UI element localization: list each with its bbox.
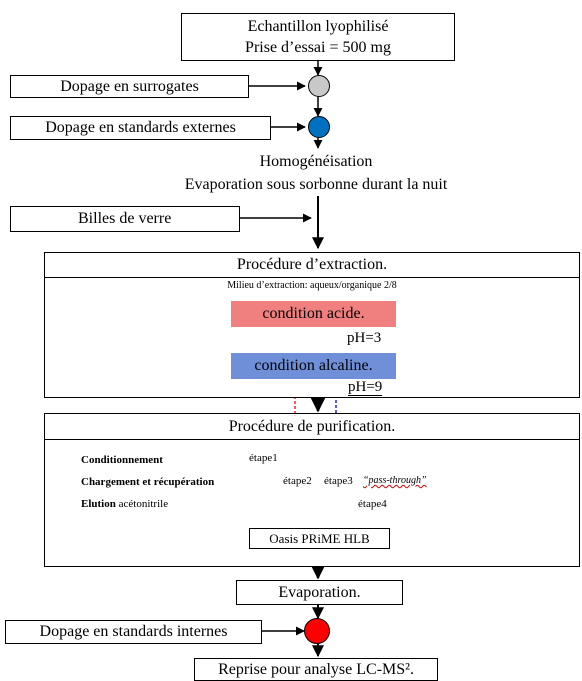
loading-label: Chargement et récupération [81,476,215,488]
external-standard-circle [308,116,330,138]
glass-beads-label: Billes de verre [78,210,172,227]
extraction-box: Procédure d’extraction. Milieu d’extract… [44,252,580,398]
purification-title-bar: Procédure de purification. [45,414,579,440]
external-standards-box: Dopage en standards externes [10,116,271,140]
alkaline-condition-label: condition alcaline. [254,357,373,374]
acid-condition-box: condition acide. [231,301,396,327]
internal-standards-label: Dopage en standards internes [39,623,228,640]
pass-through-label: “pass-through” [363,475,427,486]
homogenisation-text: Homogénéisation [259,153,373,170]
step4-label: étape4 [358,498,387,510]
conditioning-label: Conditionnement [81,454,163,466]
sample-line-2: Prise d’essai = 500 mg [245,39,391,56]
extraction-title-bar: Procédure d’extraction. [45,253,579,278]
analysis-label: Reprise pour analyse LC-MS². [218,660,414,678]
sample-box: Echantillon lyophilisé Prise d’essai = 5… [181,13,455,61]
step2-label: étape2 [283,475,312,487]
evaporation-box: Evaporation. [236,580,403,605]
extraction-medium: Milieu d’extraction: aqueux/organique 2/… [227,280,397,291]
acid-ph: pH=3 [347,330,382,346]
analysis-box: Reprise pour analyse LC-MS². [194,658,438,681]
cartridge-box: Oasis PRiME HLB [249,528,390,549]
purification-title: Procédure de purification. [228,417,396,435]
acid-condition-label: condition acide. [262,305,365,322]
elution-label: Elution acétonitrile [81,498,168,510]
internal-standard-circle [304,618,330,644]
evaporation-night-text: Evaporation sous sorbonne durant la nuit [184,176,448,193]
surrogate-dosing-label: Dopage en surrogates [60,77,199,95]
alkaline-ph: pH=9 [348,379,383,396]
sample-line-1: Echantillon lyophilisé [247,18,389,35]
step3-label: étape3 [324,475,353,487]
elution-bold: Elution [81,498,116,510]
glass-beads-box: Billes de verre [10,206,240,232]
surrogate-dose-circle [308,75,330,97]
internal-standards-box: Dopage en standards internes [5,620,262,644]
surrogate-dosing-box: Dopage en surrogates [10,75,249,98]
external-standards-label: Dopage en standards externes [45,119,236,136]
step1-label: étape1 [249,452,278,464]
cartridge-label: Oasis PRiME HLB [269,530,370,546]
elution-solvent: acétonitrile [118,498,169,510]
extraction-title: Procédure d’extraction. [236,256,388,273]
purification-box: Procédure de purification. Conditionneme… [44,413,580,567]
alkaline-condition-box: condition alcaline. [231,353,396,379]
evaporation-label: Evaporation. [278,583,361,601]
